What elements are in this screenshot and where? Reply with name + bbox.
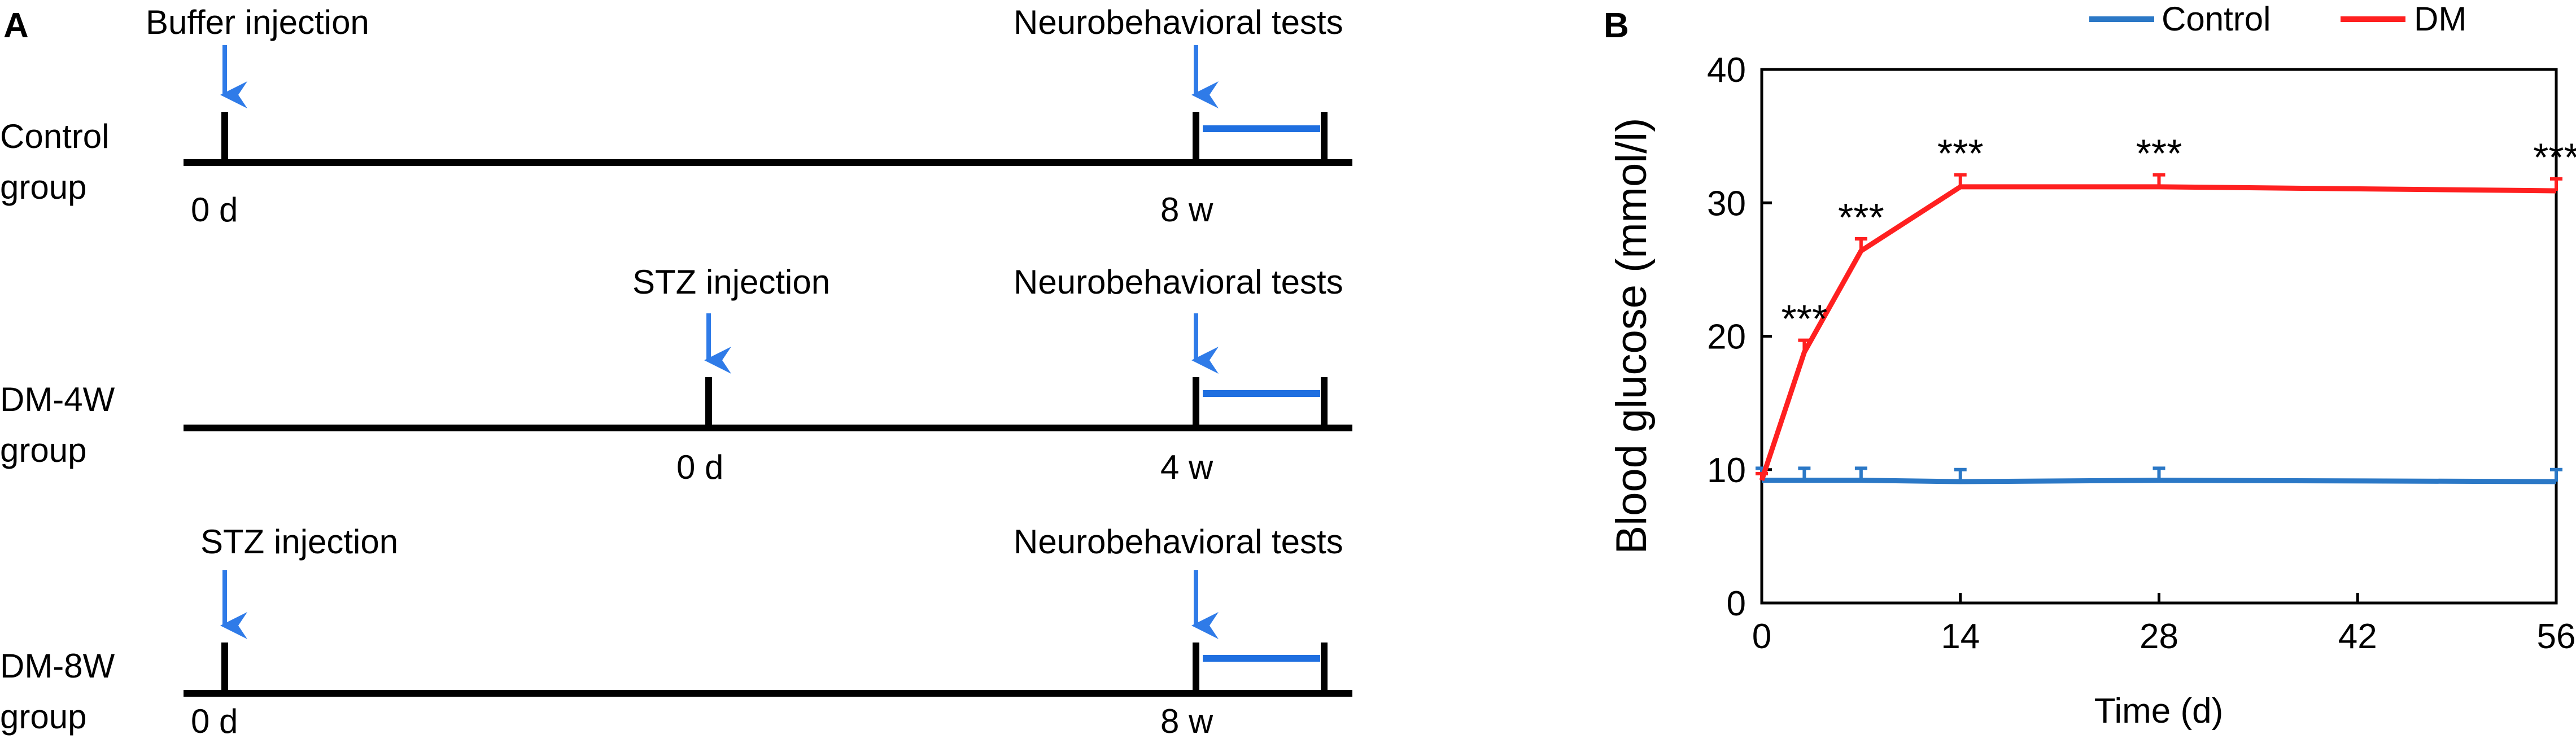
panel-b-chart: B Control DM Time (d) Blood glucose (mmo… [1604,0,2576,731]
significance-marker: *** [1937,132,1984,176]
significance-annotations: *** *** *** *** *** [1782,132,2576,341]
x-tick-label: 14 [1941,617,1980,656]
timeline-group-label: group [0,431,86,469]
series-dm [1756,173,2562,482]
axis-ticks: 0 10 20 30 40 0 14 28 42 56 [1707,51,2575,656]
significance-marker: *** [1782,297,1828,341]
x-axis-title: Time (d) [2094,692,2223,731]
x-tick-label: 28 [2140,617,2178,656]
end-event-label: Neurobehavioral tests [1014,263,1343,301]
timeline-group-label: DM-8W [0,647,115,685]
start-event-label: STZ injection [200,523,398,561]
y-tick-label: 30 [1707,184,1746,223]
legend-label-dm: DM [2414,0,2466,38]
x-tick-label: 56 [2537,617,2576,656]
timeline-group-label: group [0,698,86,736]
timeline-group-label: group [0,168,86,206]
start-tick-label: 0 d [191,191,238,229]
end-tick-label: 8 w [1160,191,1213,229]
y-tick-label: 0 [1727,584,1746,623]
series-line-dm [1759,184,2557,482]
start-event-label: Buffer injection [146,3,369,41]
end-tick-label: 8 w [1160,702,1213,740]
start-tick-label: 0 d [676,448,723,486]
end-event-label: Neurobehavioral tests [1014,523,1343,561]
start-event-label: STZ injection [632,263,830,301]
panel-a-timelines: A Control group Buffer injection Neurobe… [0,3,1352,740]
significance-marker: *** [2136,132,2182,176]
y-axis-title: Blood glucose (mmol/l) [1608,118,1656,554]
data-series [1756,173,2562,484]
series-line-control [1762,478,2557,484]
timeline-dm-8w: DM-8W group STZ injection Neurobehaviora… [0,523,1352,740]
series-control [1756,466,2562,484]
panel-b-letter: B [1604,6,1629,45]
legend-label-control: Control [2162,0,2271,38]
end-tick-label: 4 w [1160,448,1213,486]
chart-legend: Control DM [2089,0,2466,38]
x-tick-label: 42 [2338,617,2377,656]
y-tick-label: 20 [1707,318,1746,357]
start-tick-label: 0 d [191,702,238,740]
timeline-group-label: DM-4W [0,381,115,418]
end-event-label: Neurobehavioral tests [1014,3,1343,41]
y-tick-label: 10 [1707,451,1746,490]
timeline-dm-4w: DM-4W group STZ injection Neurobehaviora… [0,263,1352,486]
timeline-group-label: Control [0,117,109,155]
y-tick-label: 40 [1707,51,1746,90]
significance-marker: *** [1838,195,1884,239]
x-tick-label: 0 [1752,617,1771,656]
panel-a-letter: A [3,6,29,45]
timeline-control: Control group Buffer injection Neurobeha… [0,3,1352,229]
significance-marker: *** [2533,136,2576,180]
